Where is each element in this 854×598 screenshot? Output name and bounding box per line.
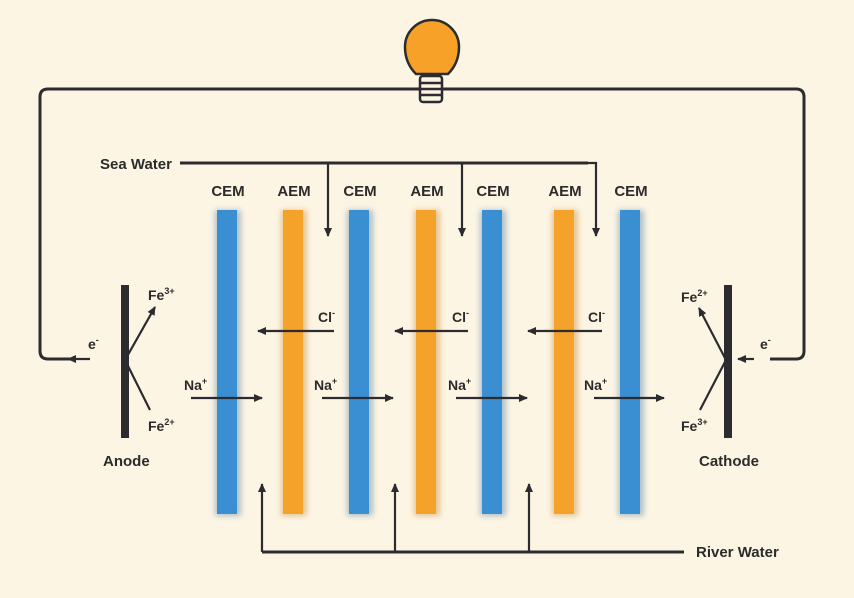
cathode-reduction-arrow-in (699, 359, 727, 411)
chloride-label-1: Cl- (318, 308, 335, 325)
membrane-7 (620, 210, 640, 514)
anode-label: Anode (103, 453, 150, 470)
membrane-3-label: CEM (343, 183, 376, 200)
membrane-6 (554, 210, 574, 514)
anode-fe-bottom-label: Fe2+ (148, 417, 175, 434)
membrane-stack: CEM AEM CEM AEM CEM AEM CEM (211, 183, 648, 516)
chloride-label-2: Cl- (452, 308, 469, 325)
sodium-label-2: Na+ (314, 376, 337, 393)
cathode-label: Cathode (699, 453, 759, 470)
cathode-reduction-arrow-out (698, 307, 727, 361)
anode-oxidation-arrow-in (124, 359, 151, 411)
membrane-4-label: AEM (410, 183, 443, 200)
sea-water-inlet-3 (580, 161, 600, 237)
sodium-label-4: Na+ (584, 376, 607, 393)
chloride-label-3: Cl- (588, 308, 605, 325)
sodium-label-1: Na+ (184, 376, 207, 393)
membrane-3 (349, 210, 369, 514)
membrane-7-label: CEM (614, 183, 647, 200)
membrane-6-label: AEM (548, 183, 581, 200)
sea-water-inlet-1 (313, 161, 332, 237)
membrane-4 (416, 210, 436, 514)
river-water-label: River Water (696, 544, 779, 561)
cathode-fe-top-label: Fe2+ (681, 288, 708, 305)
cathode-electrode (724, 285, 732, 438)
membrane-5 (482, 210, 502, 514)
cathode-fe-bottom-label: Fe3+ (681, 417, 708, 434)
anode-fe-top-label: Fe3+ (148, 286, 175, 303)
anode-oxidation-arrow-out (124, 306, 156, 361)
membrane-1 (217, 210, 237, 514)
sea-water-inlet-2 (448, 161, 466, 237)
sea-water-label: Sea Water (100, 156, 172, 173)
anode-electron-label: e- (88, 335, 99, 352)
membrane-1-label: CEM (211, 183, 244, 200)
cathode-electron-label: e- (760, 335, 771, 352)
light-bulb-icon (403, 18, 461, 104)
membrane-2 (283, 210, 303, 514)
sodium-label-3: Na+ (448, 376, 471, 393)
membrane-2-label: AEM (277, 183, 310, 200)
membrane-5-label: CEM (476, 183, 509, 200)
